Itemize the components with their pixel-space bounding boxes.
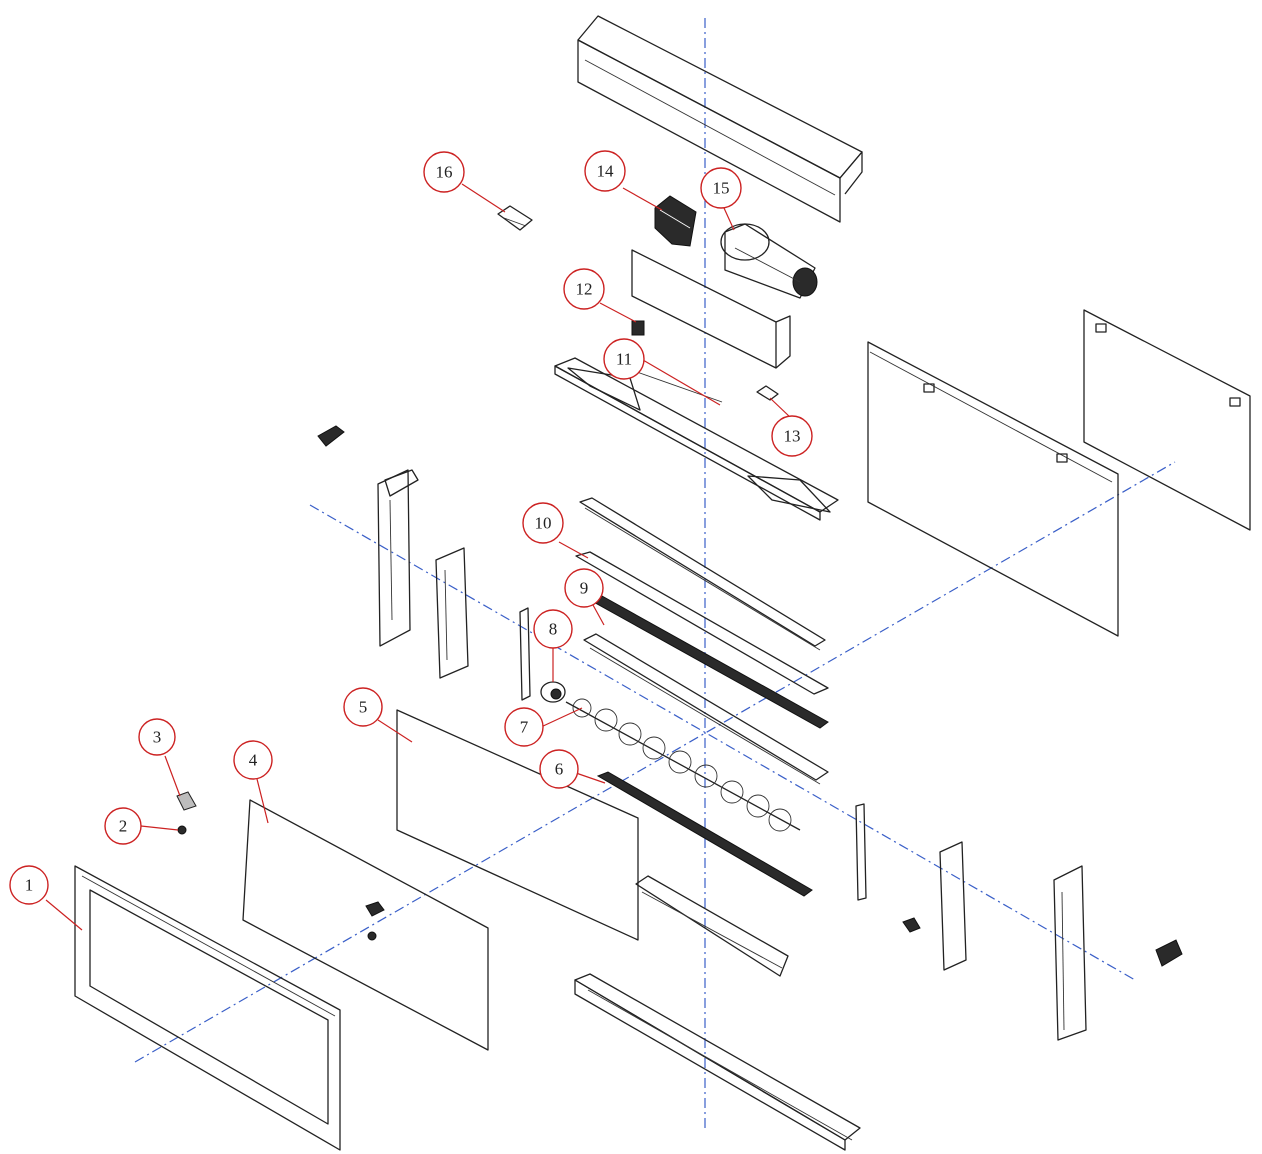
callout-13-label: 13 — [784, 427, 801, 446]
callout-4: 4 — [233, 740, 273, 780]
callout-5: 5 — [343, 687, 383, 727]
part-6-lower-strip — [596, 771, 813, 897]
part-15-blower — [720, 223, 818, 299]
callout-15: 15 — [700, 167, 742, 209]
part-14-control-board — [654, 195, 697, 247]
callout-16-label: 16 — [436, 163, 453, 182]
back-panel — [867, 341, 1119, 637]
axis-width — [309, 504, 1136, 981]
part-7-flame-rotor — [565, 698, 801, 832]
callout-12-label: 12 — [576, 280, 593, 299]
assembly-axes — [134, 18, 1176, 1130]
callout-11: 11 — [603, 338, 645, 380]
callout-8: 8 — [533, 609, 573, 649]
callout-leaders — [45, 183, 792, 931]
callout-10-label: 10 — [535, 514, 552, 533]
callout-9: 9 — [564, 568, 604, 608]
part-12-switch — [631, 320, 645, 336]
callout-7: 7 — [504, 707, 544, 747]
callout-7-label: 7 — [520, 718, 529, 737]
callout-2-label: 2 — [119, 817, 128, 836]
part-3-plate — [176, 791, 197, 811]
callout-3: 3 — [138, 718, 176, 756]
part-8-motor — [519, 607, 566, 703]
callout-8-label: 8 — [549, 620, 558, 639]
part-16-bracket — [497, 205, 533, 231]
part-10-rail — [579, 497, 826, 651]
callout-11-label: 11 — [616, 350, 632, 369]
callout-10: 10 — [522, 502, 564, 544]
callout-2: 2 — [104, 807, 142, 845]
callout-13: 13 — [771, 415, 813, 457]
callout-14-label: 14 — [597, 162, 615, 181]
callout-12: 12 — [563, 268, 605, 310]
callout-14: 14 — [584, 150, 626, 192]
rear-plate — [1083, 309, 1251, 531]
callout-15-label: 15 — [713, 179, 730, 198]
right-frame-parts — [855, 803, 1183, 1041]
part-1-front-frame — [74, 865, 341, 1151]
callout-1-label: 1 — [25, 876, 34, 895]
part-13-clip — [756, 385, 779, 401]
callout-5-label: 5 — [359, 698, 368, 717]
part-2-screw — [177, 825, 187, 835]
callout-16: 16 — [423, 151, 465, 193]
callout-6-label: 6 — [555, 760, 564, 779]
callout-9-label: 9 — [580, 579, 589, 598]
part-4-back-glass — [242, 799, 489, 1051]
axis-depth — [134, 461, 1176, 1063]
top-cover-rail — [577, 15, 863, 223]
callout-4-label: 4 — [249, 751, 258, 770]
lower-rail — [635, 875, 789, 977]
left-clip — [317, 425, 345, 447]
callout-1: 1 — [9, 865, 49, 905]
callouts: 1 2 3 4 5 6 7 8 — [9, 150, 813, 905]
left-side-frame — [377, 469, 469, 679]
fan-mount-panel — [631, 249, 791, 369]
callout-3-label: 3 — [153, 728, 162, 747]
bottom-tray — [574, 973, 861, 1151]
callout-6: 6 — [539, 749, 579, 789]
mid-rail — [583, 633, 829, 785]
